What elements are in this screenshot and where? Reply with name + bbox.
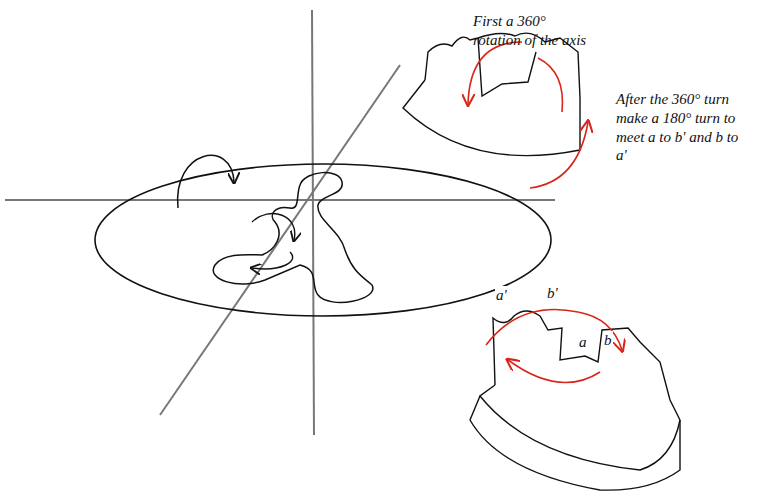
red-rotation-arrow [538,58,563,112]
point-label: a' [495,286,508,305]
strip-sketch-bottom [470,311,680,490]
strip-sketch-top [403,33,580,156]
twist-arrow [252,252,293,269]
rotation-arrow [178,155,234,208]
handwritten-note: After the 360° turn make a 180° turn to … [616,90,752,165]
red-rotation-arrow [468,42,522,104]
point-label: b [603,331,613,350]
red-rotation-arrow [530,122,588,188]
twisted-shape [213,173,373,303]
axes [5,10,555,435]
red-half-turn-arrow [486,309,622,350]
point-label: a [578,333,588,352]
rotation-plane [95,164,551,316]
twist-arrow [252,214,295,240]
red-half-turn-arrow [508,360,600,383]
point-label: b' [546,284,559,303]
handwritten-note: First a 360° rotation of the axis [473,12,591,50]
